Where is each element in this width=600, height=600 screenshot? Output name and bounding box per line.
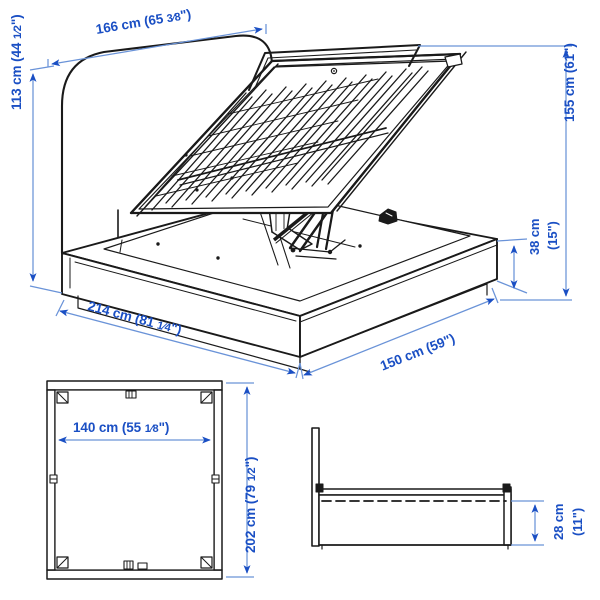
label-202-den: 2 (246, 467, 258, 474)
label-202-tail: ") (243, 456, 258, 468)
dim-line-113 (29, 65, 63, 294)
dim-line-150 (299, 287, 499, 380)
label-140-num: 1 (144, 423, 151, 435)
label-113-den: 2 (12, 25, 24, 32)
label-113-tail: ") (9, 14, 24, 26)
label-202-num: 1 (246, 475, 258, 482)
slatted-base (129, 44, 467, 217)
dimension-label-140: 140 cm (55 1⁄8") (73, 421, 169, 435)
fixing-dots (156, 153, 362, 260)
dimension-label-28-imperial: (11") (570, 507, 585, 536)
label-140-metric: 140 cm (73, 420, 119, 435)
label-113-metric: 113 cm (9, 65, 24, 110)
label-113-num: 1 (12, 32, 24, 40)
dimension-label-38: 38 cm (527, 218, 542, 255)
label-140-tail: ") (158, 420, 170, 435)
label-166-tail: ") (179, 6, 193, 23)
label-202-metric: 202 cm (243, 507, 258, 553)
label-202-bar: ⁄ (246, 473, 258, 476)
hardware-fitting (378, 208, 398, 225)
label-202-imp: (79 (243, 481, 258, 505)
label-28-metric: 28 cm (551, 503, 566, 540)
dimension-label-155: 155 cm (61") (562, 43, 577, 122)
label-140-den: 8 (152, 423, 159, 435)
label-28-imp: (11") (570, 507, 585, 536)
dim-line-155 (418, 45, 572, 301)
dimension-label-28: 28 cm (551, 503, 566, 540)
label-113-bar: ⁄ (12, 31, 24, 33)
label-155-imp: (61") (562, 43, 577, 74)
plan-view-geometry (46, 380, 223, 580)
dim-line-214 (55, 299, 301, 379)
dim-line-38 (496, 238, 528, 294)
dim-line-166 (47, 24, 267, 67)
label-38-imp: (15") (545, 221, 560, 250)
side-view-geometry (311, 427, 512, 550)
label-38-metric: 38 cm (527, 218, 542, 255)
dimension-label-38-imperial: (15") (545, 221, 560, 250)
label-155-metric: 155 cm (562, 76, 577, 122)
dimension-label-202: 202 cm (79 1⁄2") (243, 456, 258, 553)
dimension-label-113: 113 cm (44 1⁄2") (9, 14, 24, 110)
label-113-imp: (44 (9, 39, 24, 62)
dim-line-28 (511, 500, 544, 546)
label-140-bar: ⁄ (150, 423, 153, 435)
dim-line-202 (226, 382, 254, 578)
label-140-imp: (55 (121, 420, 145, 435)
